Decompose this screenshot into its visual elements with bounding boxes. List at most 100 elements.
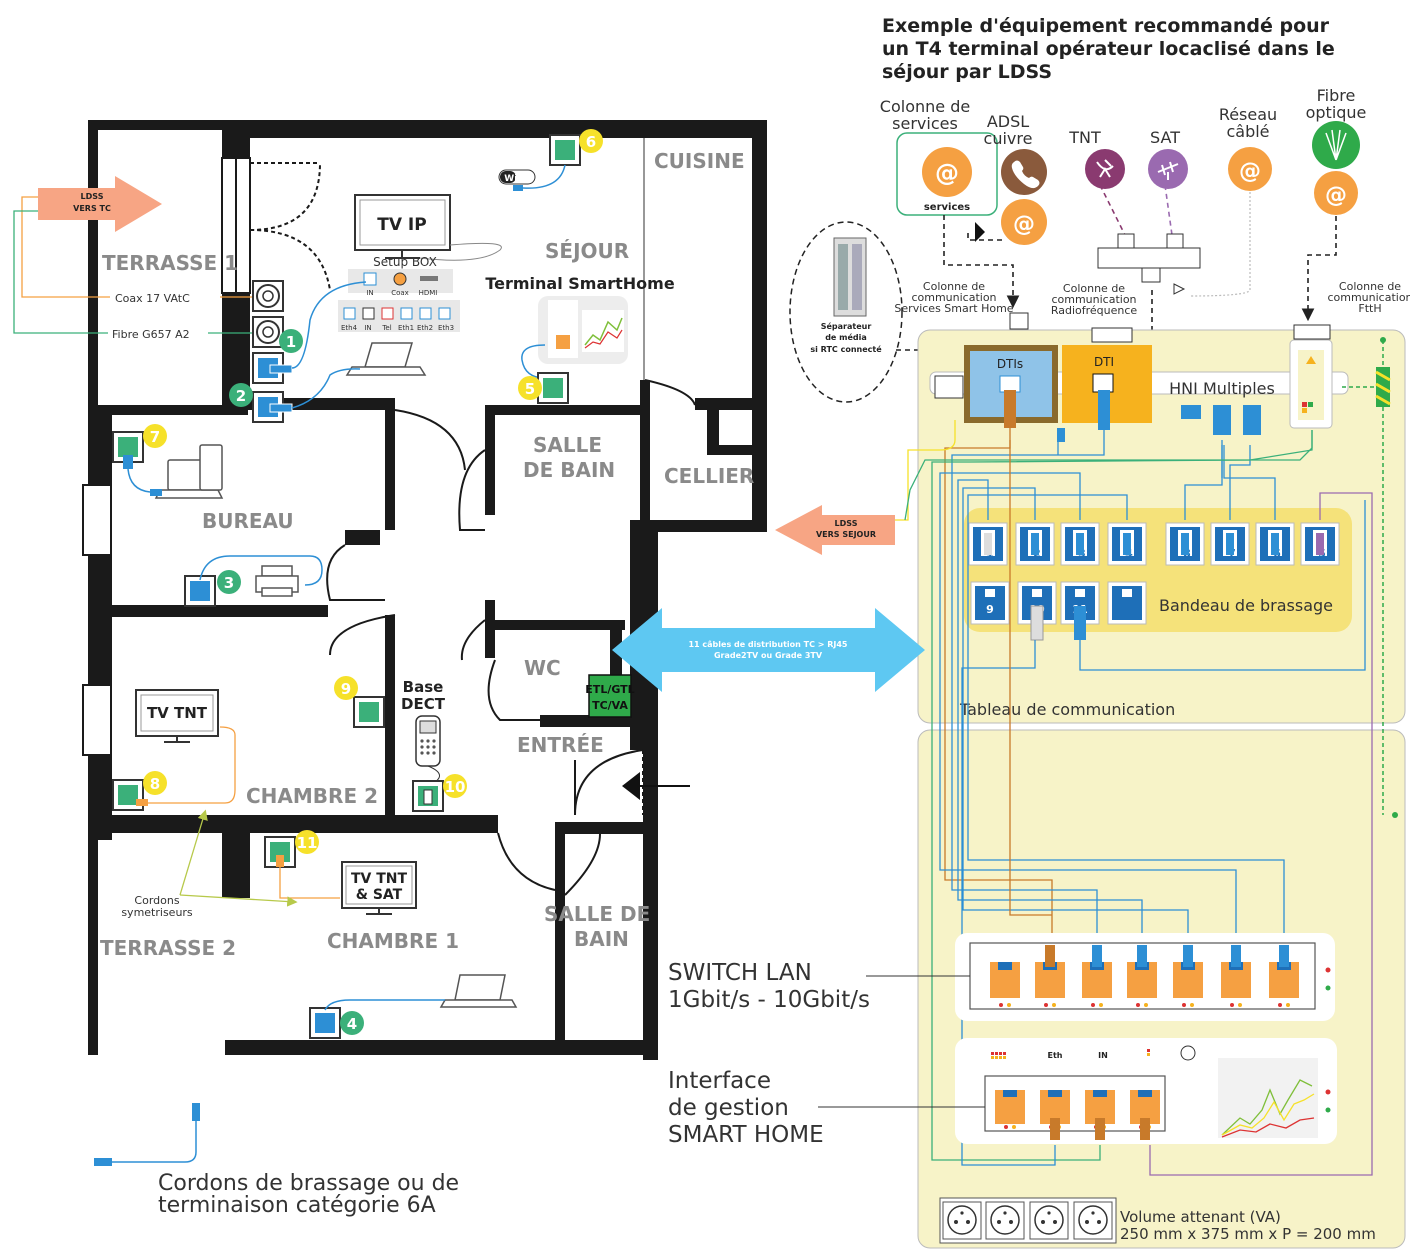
terminal-smarthome-label: Terminal SmartHome [485, 274, 675, 293]
rj45-outlet-7 [112, 431, 144, 469]
title-line-1: Exemple d'équipement recommandé pour [882, 15, 1330, 37]
wifi-label: Wi Fi [504, 174, 529, 184]
tnt-label: TNT [1068, 128, 1101, 147]
outlet-number-badge [143, 771, 167, 795]
ldss-vers-tc-arrow: LDSS VERS TC [38, 176, 162, 232]
wall [630, 520, 767, 532]
interface-port [1085, 1090, 1115, 1140]
wall [707, 405, 719, 455]
tv-tnt: TV TNT [135, 689, 219, 743]
panel-wiring [895, 420, 1373, 1176]
room-chambre-1: CHAMBRE 1 [327, 929, 459, 953]
bandeau-label: Bandeau de brassage [1159, 596, 1333, 615]
ldss-vers-tc-line2: VERS TC [73, 204, 111, 213]
setup-box: Setup BOX IN Coax HDMI Eth4 IN Tel Eth1 … [338, 255, 460, 332]
outlet-number-badge [295, 830, 319, 854]
interface-port-eth: Eth [1048, 1051, 1063, 1060]
room-terrasse-2: TERRASSE 2 [100, 936, 236, 960]
interface-ports [995, 1090, 1160, 1140]
rj45-outlet-3 [184, 575, 216, 607]
column-labels: Colonne de communication Services Smart … [894, 280, 1410, 317]
windows [82, 138, 645, 756]
wall [385, 410, 395, 530]
patch-plug [1181, 533, 1189, 555]
wall [555, 822, 565, 1052]
switch-lan: SWITCH LAN 1Gbit/s - 10Gbit/s [668, 933, 1335, 1021]
rj45-outlet-1 [252, 352, 293, 384]
col-ftth-line1: Colonne de [1339, 280, 1401, 293]
box-port-hdmi: HDMI [419, 289, 438, 297]
service-connectors [943, 184, 1337, 364]
fibre-optique-line2: optique [1306, 103, 1367, 122]
tableau-label: Tableau de communication [959, 700, 1175, 719]
patch-plug [1271, 533, 1279, 555]
wall [222, 120, 250, 160]
outlet-numbers: 1 2 3 4 5 6 7 8 9 10 11 [143, 129, 603, 1035]
outlet-number-8: 8 [150, 775, 160, 793]
switch-port [1127, 945, 1157, 1007]
wall [485, 620, 625, 630]
wall [222, 120, 767, 138]
room-labels: TERRASSE 1 CUISINE SÉJOUR BUREAU SALLE D… [100, 149, 754, 960]
services-header: Colonne de services @ services ADSL cuiv… [880, 86, 1367, 245]
rj45-outlet-6 [549, 134, 581, 166]
outlet-number-2: 2 [236, 387, 246, 405]
interface-port-in: IN [1098, 1051, 1108, 1060]
ftth-ont [1289, 339, 1333, 429]
col-ftth-line2: communication [1327, 291, 1410, 304]
tv-tnt-sat: TV TNT & SAT [341, 861, 417, 915]
desktop-computer [154, 444, 224, 499]
fibre-icon [1312, 121, 1360, 169]
base-dect-line1: Base [403, 678, 444, 696]
col-rf-line3: Radiofréquence [1051, 304, 1138, 317]
power-socket [985, 1201, 1025, 1240]
outlet-number-9: 9 [341, 680, 351, 698]
wall [98, 605, 328, 617]
room-terrasse-1: TERRASSE 1 [102, 251, 238, 275]
patch-plug [1076, 533, 1084, 555]
services-at-icon [922, 147, 972, 197]
room-bureau: BUREAU [202, 509, 294, 533]
box-port-eth2: Eth2 [417, 324, 433, 332]
outlet-number-6: 6 [586, 133, 596, 151]
dtis-label: DTIs [997, 357, 1023, 371]
power-socket [1073, 1201, 1113, 1240]
cordons-pointers [179, 809, 298, 907]
rj45-outlet-10 [412, 780, 444, 812]
switch-port [990, 962, 1020, 1007]
patch-port: 9 [970, 581, 1010, 625]
wall [540, 715, 630, 727]
wall [707, 445, 767, 455]
box-port-eth1: Eth1 [398, 324, 414, 332]
interface-port [1130, 1090, 1160, 1140]
wall [88, 1040, 98, 1055]
title-line-3: séjour par LDSS [882, 61, 1052, 83]
legend-line1: Cordons de brassage ou de [158, 1171, 459, 1196]
etl-line2: TC/VA [592, 699, 628, 712]
power-sockets [942, 1201, 1113, 1240]
wall [88, 405, 248, 415]
room-entree: ENTRÉE [517, 733, 604, 757]
switch-line2: 1Gbit/s - 10Gbit/s [668, 987, 870, 1013]
rj45-outlet-8 [112, 779, 148, 811]
box-port-coax: Coax [391, 289, 409, 297]
switch-port [1269, 945, 1299, 1007]
box-port-in-2: IN [364, 324, 371, 332]
room-salle-de-bain-1-line1: SALLE [533, 433, 602, 457]
reseau-at-icon [1228, 147, 1272, 191]
outlet-number-badge [579, 129, 603, 153]
etl-line1: ETL/GTL [585, 683, 634, 696]
window [82, 484, 112, 556]
switch-ports [990, 945, 1299, 1007]
patch-plug [1226, 533, 1234, 555]
tv-tnt-sat-line2: & SAT [356, 887, 403, 903]
outlet-number-badge [229, 383, 253, 407]
room-cuisine: CUISINE [654, 149, 745, 173]
dti-module: DTI [1062, 345, 1152, 430]
interface-gestion: Eth IN Interface de gestion SMART HOME [668, 1038, 1337, 1148]
separateur-line3: si RTC connecté [810, 344, 882, 354]
window [82, 684, 112, 756]
page-title: Exemple d'équipement recommandé pour un … [882, 15, 1335, 83]
patch-ports: 1234876591011 [968, 522, 1340, 641]
patch-port-label: 9 [986, 603, 994, 616]
